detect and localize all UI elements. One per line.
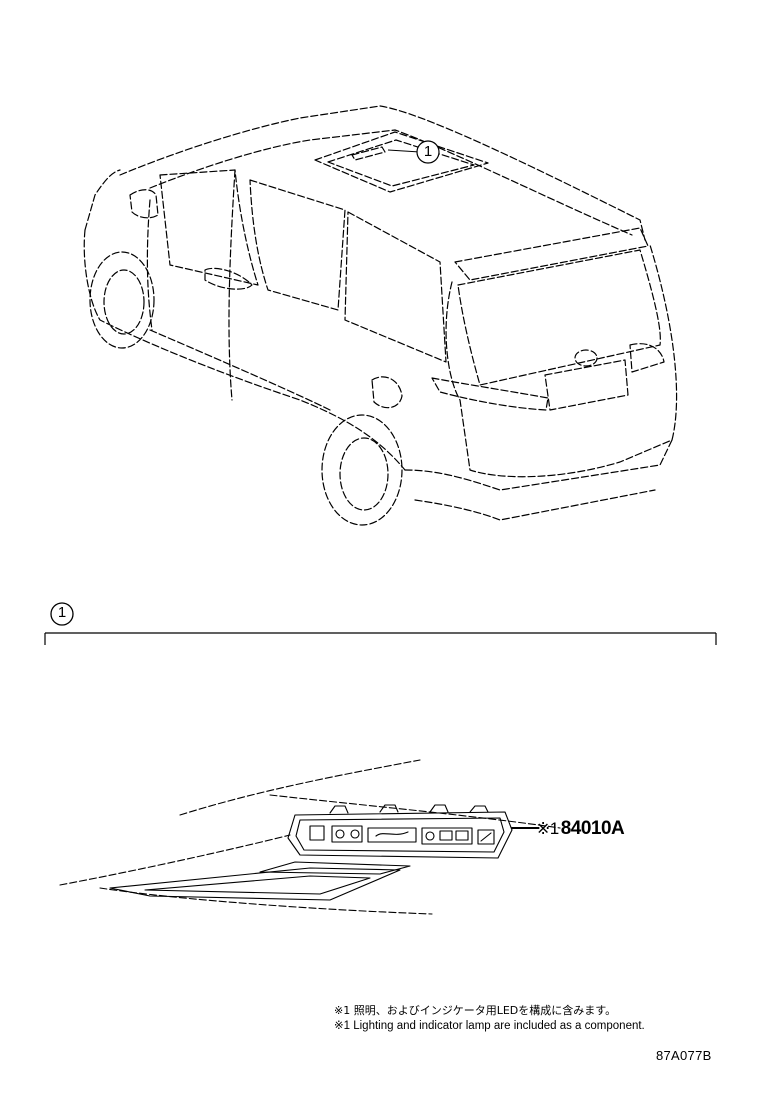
note-english: ※1 Lighting and indicator lamp are inclu… xyxy=(334,1020,645,1032)
note-japanese: ※1 照明、およびインジケータ用LEDを構成に含みます。 xyxy=(334,1004,617,1017)
diagram-code: 87A077B xyxy=(656,1048,712,1063)
detail-section-number: 1 xyxy=(57,604,67,621)
overview-callout-number: 1 xyxy=(423,143,433,160)
part-note-mark: ※1 xyxy=(536,819,559,838)
part-number: 84010A xyxy=(560,818,625,839)
